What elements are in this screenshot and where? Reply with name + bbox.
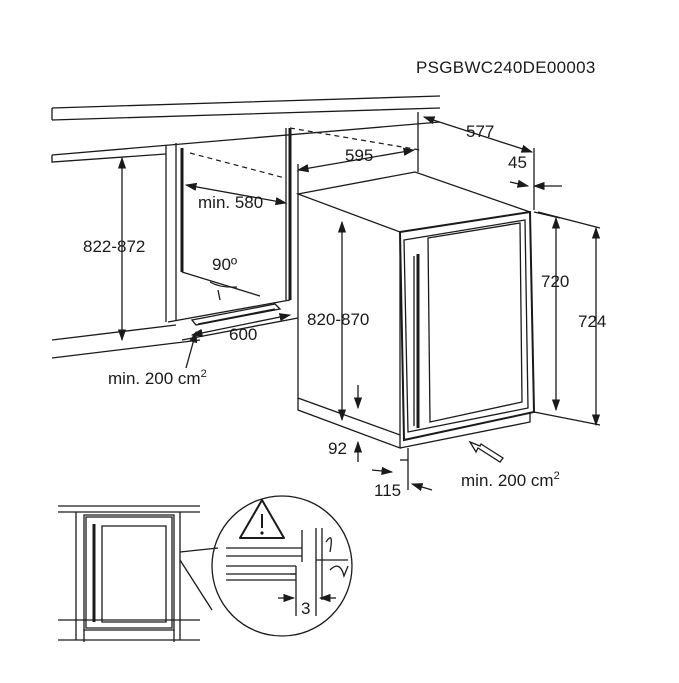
dim-appliance-height: 820-870	[307, 310, 369, 329]
dim-body-height: 720	[541, 272, 569, 291]
document-code: PSGBWC240DE00003	[416, 58, 596, 77]
dim-depth-total: 577	[466, 122, 494, 141]
dim-niche-depth: min. 580	[198, 193, 263, 212]
dim-width: 595	[345, 146, 373, 165]
dim-door-angle: 90º	[212, 255, 237, 274]
dim-vent-bottom: min. 200 cm2	[461, 470, 560, 490]
dim-vent-top: min. 200 cm2	[108, 368, 207, 388]
dim-door-offset: 45	[508, 153, 527, 172]
dimension-lines	[117, 112, 601, 491]
dimension-labels: 577 595 45 min. 580 822-872 90º 600 min.…	[83, 122, 606, 500]
front-view-detail	[58, 505, 219, 642]
dim-gap: 3	[301, 599, 310, 618]
dim-plinth-height: 92	[328, 439, 347, 458]
magnified-gap-detail	[211, 495, 353, 637]
dim-door-height: 724	[578, 312, 606, 331]
dim-niche-width: 600	[229, 325, 257, 344]
dim-plinth-depth: 115	[374, 481, 401, 500]
wine-cooler-appliance	[295, 171, 536, 461]
dim-niche-height: 822-872	[83, 237, 145, 256]
warning-triangle-icon	[239, 499, 285, 539]
